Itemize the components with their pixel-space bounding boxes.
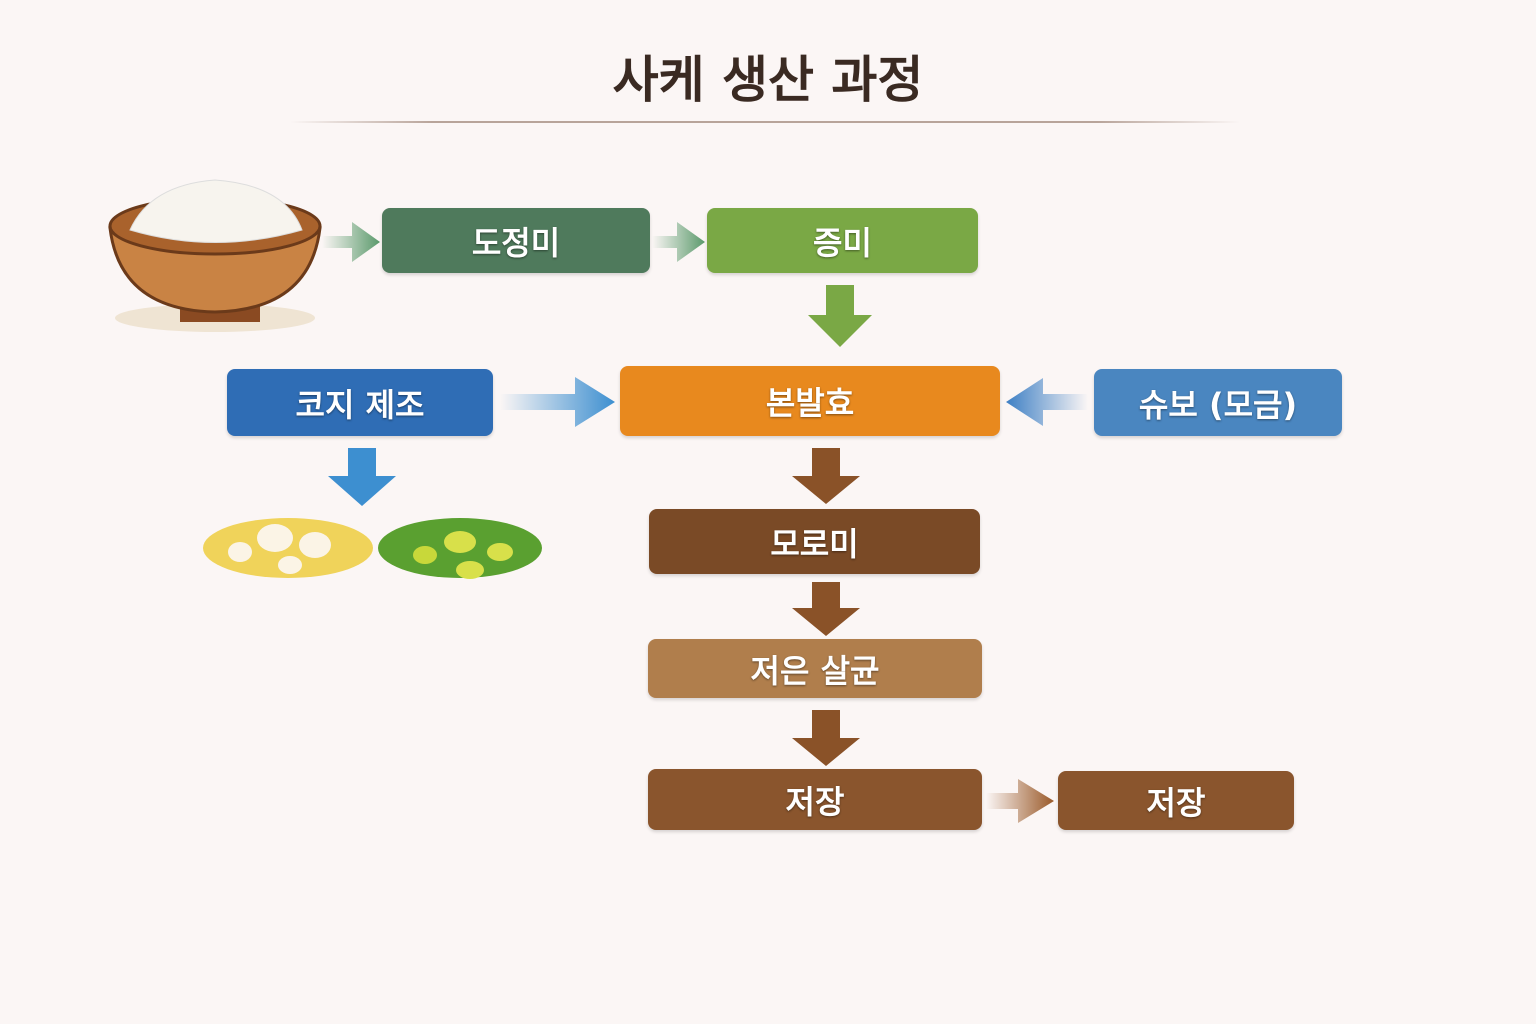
node-pasteurization: 저은 살균 — [648, 639, 982, 698]
node-label: 도정미 — [471, 223, 561, 262]
node-label: 슈보 (모금) — [1138, 385, 1298, 424]
node-moromi: 모로미 — [649, 509, 980, 574]
arrow-storage-to-storage — [986, 779, 1054, 823]
arrow-pasteurization-to-storage — [792, 710, 860, 766]
rice-bowl-icon — [108, 179, 322, 332]
node-koji: 코지 제조 — [227, 369, 493, 436]
arrow-koji-down — [328, 448, 396, 506]
arrow-moromi-to-pasteurization — [792, 582, 860, 636]
arrow-steamed-to-fermentation — [808, 285, 872, 347]
node-label: 코지 제조 — [295, 385, 425, 424]
node-label: 증미 — [813, 223, 872, 262]
arrow-koji-to-fermentation — [500, 377, 615, 427]
node-shubo: 슈보 (모금) — [1094, 369, 1342, 436]
arrow-fermentation-to-moromi — [792, 448, 860, 504]
arrow-bowl-to-polished — [322, 222, 380, 262]
arrow-polished-to-steamed — [652, 222, 705, 262]
koji-grains-icon — [203, 518, 542, 579]
node-label: 저장 — [1146, 783, 1206, 822]
title-divider — [290, 121, 1240, 123]
node-label: 저은 살균 — [750, 651, 880, 690]
node-label: 모로미 — [770, 524, 859, 563]
node-polished-rice: 도정미 — [382, 208, 650, 273]
node-label: 저장 — [785, 782, 845, 821]
arrow-shubo-to-fermentation — [1006, 378, 1088, 426]
node-steamed-rice: 증미 — [707, 208, 978, 273]
diagram-title: 사케 생산 과정 — [612, 51, 924, 109]
node-main-fermentation: 본발효 — [620, 366, 1000, 436]
node-storage-1: 저장 — [648, 769, 982, 830]
node-storage-2: 저장 — [1058, 771, 1294, 830]
node-label: 본발효 — [765, 384, 855, 422]
